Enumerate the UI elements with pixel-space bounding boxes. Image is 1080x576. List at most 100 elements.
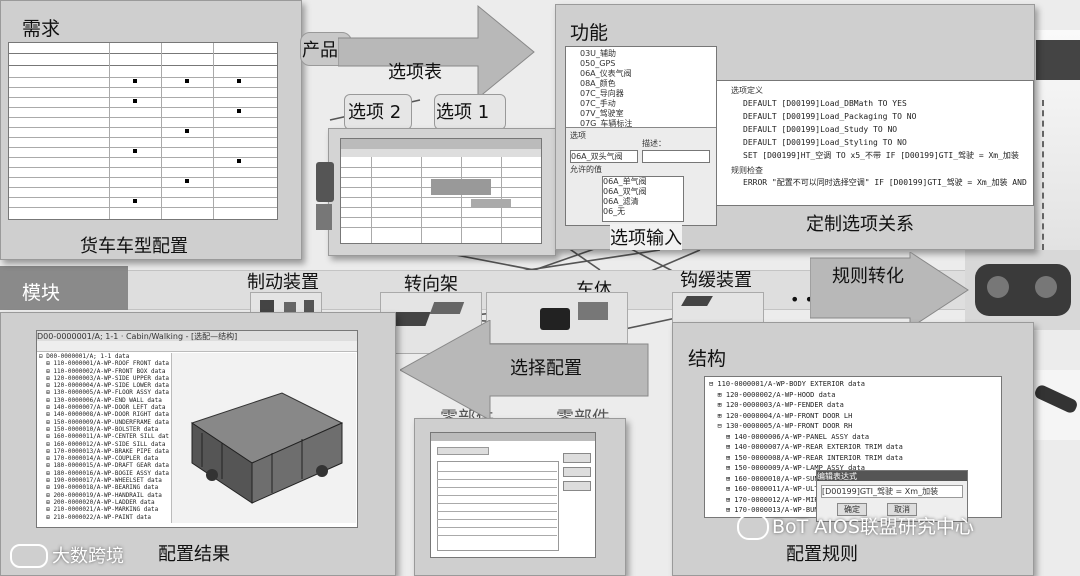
- right-edge-photo: [1030, 30, 1080, 270]
- result-tree-item[interactable]: ⊞ 210-0000022/A-WP-PAINT data: [39, 514, 169, 521]
- watermark-right: BoT AIOS联盟研究中心: [772, 512, 974, 539]
- freight-car-3d-model: [172, 353, 356, 523]
- rules-header: 选项定义: [731, 85, 763, 96]
- rule-line: DEFAULT [D00199]Load_Packaging TO NO: [743, 110, 1019, 123]
- result-tree-item[interactable]: ⊞ 200-0000020/A-WP-LADDER data: [39, 499, 169, 506]
- result-tree-item[interactable]: ⊞ 110-0000002/A-WP-FRONT BOX data: [39, 368, 169, 375]
- function-desc-label: 描述：: [642, 138, 666, 149]
- structure-title: 结构: [688, 344, 726, 371]
- select-config-label: 选择配置: [510, 354, 582, 380]
- result-tree-item[interactable]: ⊞ 190-0000017/A-WP-WHEELSET data: [39, 477, 169, 484]
- dialog-btn-3[interactable]: [563, 481, 591, 491]
- structure-tree-item[interactable]: ⊞ 150-0000008/A-WP-REAR INTERIOR TRIM da…: [709, 453, 903, 464]
- result-tree-item[interactable]: ⊞ 110-0000001/A-WP-ROOF FRONT data: [39, 360, 169, 367]
- expression-dialog-line: [D00199]GTI_驾驶 = Xm_加装: [821, 485, 963, 498]
- demand-title: 需求: [22, 14, 60, 41]
- result-tree-item[interactable]: ⊞ 200-0000019/A-WP-HANDRAIL data: [39, 492, 169, 499]
- function-desc-input[interactable]: [642, 150, 710, 163]
- dialog-btn-1[interactable]: [563, 453, 591, 463]
- body-part-icon-2: [578, 302, 608, 320]
- brake-part-icon-2: [284, 302, 296, 312]
- rule-line: DEFAULT [D00199]Load_Study TO NO: [743, 123, 1019, 136]
- rule-convert-label: 规则转化: [832, 262, 904, 288]
- function-tree-item[interactable]: 07C_手动: [580, 99, 632, 109]
- structure-tree-item[interactable]: ⊞ 120-0000002/A-WP-HOOD data: [709, 390, 903, 401]
- option-input-label: 选项输入: [610, 224, 682, 250]
- structure-tree-item[interactable]: ⊞ 120-0000004/A-WP-FRONT DOOR LH: [709, 411, 903, 422]
- result-tree: ⊟ D00-0000001/A; 1-1 data ⊞ 110-0000001/…: [39, 353, 169, 523]
- function-tree-item[interactable]: 06A_仪表气阀: [580, 69, 632, 79]
- bogie-part-icon-2: [430, 302, 464, 314]
- check-header: 规则检查: [731, 165, 763, 176]
- function-tree-item[interactable]: 07C_导向器: [580, 89, 632, 99]
- right-edge-shaft-image: [1030, 370, 1080, 440]
- result-tree-item[interactable]: ⊞ 150-0000009/A-WP-UNDERFRAME data: [39, 419, 169, 426]
- result-toolbar: [37, 341, 357, 352]
- result-tree-item[interactable]: ⊞ 170-0000014/A-WP-COUPLER data: [39, 455, 169, 462]
- result-tree-item[interactable]: ⊞ 120-0000004/A-WP-SIDE LOWER data: [39, 382, 169, 389]
- result-tree-item[interactable]: ⊞ 170-0000013/A-WP-BRAKE PIPE data: [39, 448, 169, 455]
- structure-tree-item[interactable]: ⊞ 140-0000007/A-WP-REAR EXTERIOR TRIM da…: [709, 442, 903, 453]
- dialog-btn-2[interactable]: [563, 467, 591, 477]
- brake-part-icon-3: [304, 300, 314, 312]
- result-tree-item[interactable]: ⊞ 160-0000011/A-WP-CENTER SILL data: [39, 433, 169, 440]
- gear-bar-icon: [316, 204, 332, 230]
- function-tree-item[interactable]: 08A_颜色: [580, 79, 632, 89]
- allowed-value-item[interactable]: 06A_滤清: [603, 197, 683, 207]
- result-tree-item[interactable]: ⊟ D00-0000001/A; 1-1 data: [39, 353, 169, 360]
- gearbox-icon: [316, 162, 334, 202]
- function-title: 功能: [570, 18, 608, 45]
- result-tree-item[interactable]: ⊞ 180-0000016/A-WP-BOGIE ASSY data: [39, 470, 169, 477]
- allowed-value-item[interactable]: 06_无: [603, 207, 683, 217]
- option1-label: 选项 1: [436, 98, 489, 124]
- rule-line: SET [D00199]HT_空调 TO x5_不带 IF [D00199]GT…: [743, 149, 1019, 162]
- result-tree-item[interactable]: ⊞ 150-0000010/A-WP-BOLSTER data: [39, 426, 169, 433]
- result-tree-item[interactable]: ⊞ 140-0000007/A-WP-DOOR LEFT data: [39, 404, 169, 411]
- check-rule: ERROR "配置不可以同时选择空调" IF [D00199]GTI_驾驶 = …: [743, 177, 1033, 188]
- result-tree-item[interactable]: ⊞ 130-0000006/A-WP-END WALL data: [39, 397, 169, 404]
- result-tree-item[interactable]: ⊞ 130-0000005/A-WP-FLOOR ASSY data: [39, 389, 169, 396]
- result-tree-item[interactable]: ⊞ 140-0000008/A-WP-DOOR RIGHT data: [39, 411, 169, 418]
- allowed-value-item[interactable]: 06A_单气阀: [603, 177, 683, 187]
- rules-list: DEFAULT [D00199]Load_DBMath TO YESDEFAUL…: [743, 97, 1019, 162]
- brand-logo-icon: [10, 544, 48, 568]
- structure-tree-item[interactable]: ⊟ 110-0000001/A-WP-BODY EXTERIOR data: [709, 379, 903, 390]
- structure-tree-item[interactable]: ⊞ 140-0000006/A-WP-PANEL ASSY data: [709, 432, 903, 443]
- brake-part-icon: [260, 300, 274, 312]
- result-window-title: D00-0000001/A; 1-1 · Cabin/Walking - [选配…: [37, 331, 357, 341]
- structure-tree-item[interactable]: ⊟ 130-0000005/A-WP-FRONT DOOR RH: [709, 421, 903, 432]
- watermark-left: 大数跨境: [52, 542, 124, 568]
- result-tree-item[interactable]: ⊞ 160-0000012/A-WP-SIDE SILL data: [39, 441, 169, 448]
- module-coupler-label: 钩缓装置: [680, 266, 752, 292]
- option-sheet-screenshot: [340, 138, 542, 244]
- function-tree-item[interactable]: 07V_驾驶室: [580, 109, 632, 119]
- function-select-label: 选项: [570, 130, 586, 141]
- result-tree-item[interactable]: ⊞ 180-0000015/A-WP-DRAFT GEAR data: [39, 462, 169, 469]
- right-edge-bogie-image: [965, 250, 1080, 330]
- result-tree-item[interactable]: ⊞ 190-0000018/A-WP-BEARING data: [39, 484, 169, 491]
- demand-spreadsheet: [8, 42, 278, 220]
- expression-dialog-title: 编辑表达式: [817, 471, 967, 481]
- function-allowed-label: 允许的值: [570, 164, 602, 175]
- function-caption: 定制选项关系: [806, 210, 914, 236]
- option-table-arrow: [338, 2, 538, 102]
- module-bar: [0, 266, 128, 310]
- result-caption: 配置结果: [158, 540, 230, 566]
- allowed-value-item[interactable]: 06A_双气阀: [603, 187, 683, 197]
- function-tree-item[interactable]: 050_GPS: [580, 59, 632, 69]
- rule-line: DEFAULT [D00199]Load_Styling TO NO: [743, 136, 1019, 149]
- function-tree-item[interactable]: 03U_辅助: [580, 49, 632, 59]
- select-dialog-window: [430, 432, 596, 558]
- result-tree-item[interactable]: ⊞ 210-0000021/A-WP-MARKING data: [39, 506, 169, 513]
- option2-label: 选项 2: [348, 98, 401, 124]
- result-tree-item[interactable]: ⊞ 120-0000003/A-WP-SIDE UPPER data: [39, 375, 169, 382]
- wechat-logo-icon: [737, 514, 769, 540]
- structure-tree-item[interactable]: ⊞ 120-0000003/A-WP-FENDER data: [709, 400, 903, 411]
- module-brake-label: 制动装置: [247, 268, 319, 294]
- function-select-input[interactable]: 06A_双头气阀: [570, 150, 638, 163]
- result-window: D00-0000001/A; 1-1 · Cabin/Walking - [选配…: [36, 330, 358, 528]
